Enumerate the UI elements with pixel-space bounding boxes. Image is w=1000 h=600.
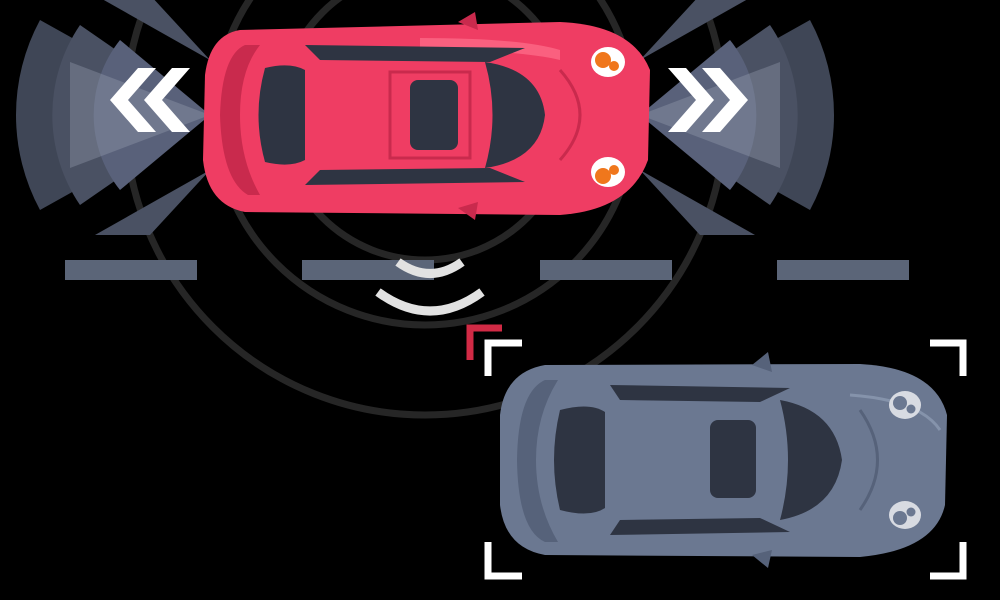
focus-frame-icon — [466, 324, 967, 580]
right-sensor-cones — [640, 0, 835, 235]
gray-headlight-bottom — [889, 501, 921, 529]
red-car — [203, 12, 650, 220]
gray-car — [500, 352, 947, 568]
gray-headlight-top — [889, 391, 921, 419]
double-chevron-left-icon — [110, 68, 190, 132]
left-sensor-cones — [15, 0, 210, 235]
headlight-bottom — [591, 157, 625, 187]
signal-wave-icon — [375, 258, 485, 316]
headlight-top — [591, 47, 625, 77]
double-chevron-right-icon — [668, 68, 748, 132]
lane-markings — [65, 260, 909, 280]
